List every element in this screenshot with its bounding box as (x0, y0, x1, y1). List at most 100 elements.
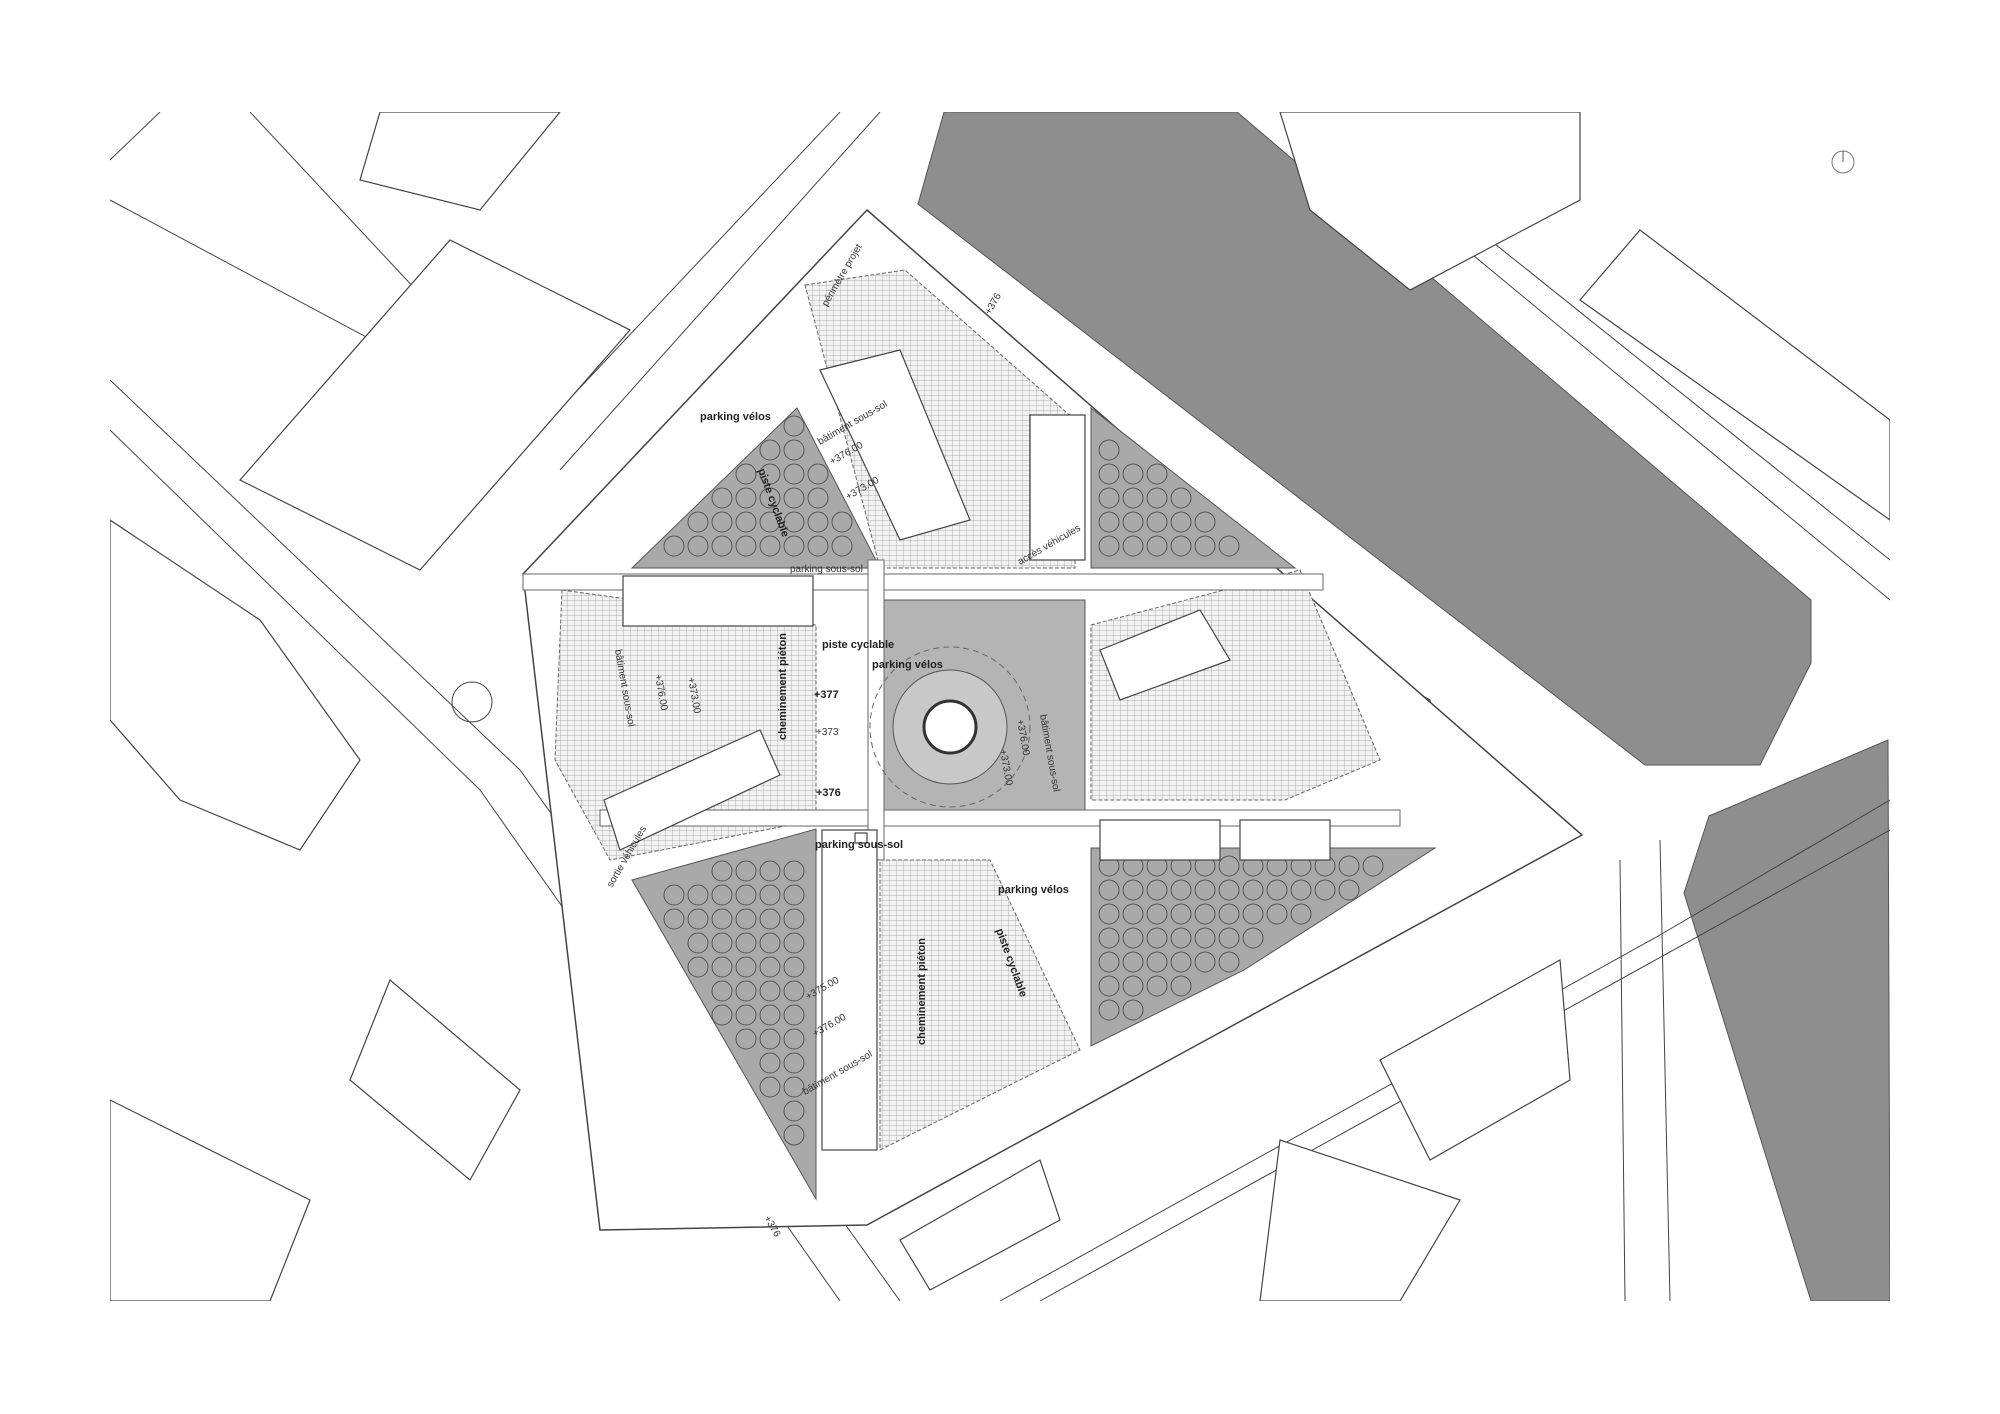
tree (735, 511, 757, 533)
tree (783, 980, 805, 1002)
label-parking-sous-sol: parking sous-sol (815, 839, 903, 851)
tree (1146, 975, 1168, 997)
tree (759, 1028, 781, 1050)
tree (1266, 879, 1288, 901)
tree (807, 535, 829, 557)
tree (1146, 927, 1168, 949)
tree (783, 487, 805, 509)
project-buildings (603, 349, 1331, 1151)
tree (1170, 903, 1192, 925)
tree (1194, 535, 1216, 557)
tree (735, 487, 757, 509)
tree (1122, 879, 1144, 901)
tree (735, 463, 757, 485)
north-arrow-icon (1831, 150, 1855, 174)
tree (1098, 975, 1120, 997)
tree (759, 908, 781, 930)
tree (735, 535, 757, 557)
context-map: périmètre projet +376 parking vélos pist… (110, 112, 1890, 1301)
tree (1122, 975, 1144, 997)
tree (735, 1004, 757, 1026)
tree (711, 487, 733, 509)
tree (807, 487, 829, 509)
tree (1122, 903, 1144, 925)
tree (1146, 487, 1168, 509)
label-level: +376 (816, 787, 841, 799)
label-parking-sous-sol: parking sous-sol (790, 564, 863, 575)
label-cheminement-pieton: cheminement piéton (916, 938, 928, 1045)
label-parking-velos: parking vélos (700, 411, 771, 423)
tree (1122, 535, 1144, 557)
tree (1218, 951, 1240, 973)
tree (735, 932, 757, 954)
tree (1170, 951, 1192, 973)
tree (759, 487, 781, 509)
tree (687, 884, 709, 906)
hatched-field-north (804, 269, 1076, 569)
tree (759, 860, 781, 882)
tree (1170, 879, 1192, 901)
tree (759, 511, 781, 533)
tree (1314, 879, 1336, 901)
tree (1098, 903, 1120, 925)
tree (1242, 903, 1264, 925)
grove-trees (663, 415, 1384, 1146)
tree (1194, 927, 1216, 949)
tree (759, 1076, 781, 1098)
tree (735, 980, 757, 1002)
tree (711, 511, 733, 533)
tree (1194, 879, 1216, 901)
tree (1170, 487, 1192, 509)
tree (1098, 927, 1120, 949)
hatched-field-south (879, 859, 1081, 1151)
tree (711, 980, 733, 1002)
tree (783, 1004, 805, 1026)
tree (783, 1124, 805, 1146)
tree (1098, 463, 1120, 485)
tree (1194, 511, 1216, 533)
tree (1170, 535, 1192, 557)
tree (1218, 927, 1240, 949)
tree-grove-se (1090, 847, 1437, 1047)
label-level: +376 (983, 291, 1004, 316)
tree (1290, 903, 1312, 925)
tree (783, 1100, 805, 1122)
label-parking-velos: parking vélos (872, 659, 943, 671)
tree (1122, 487, 1144, 509)
tree (1146, 951, 1168, 973)
tree (759, 956, 781, 978)
tree (1098, 999, 1120, 1021)
label-cheminement-pieton: cheminement piéton (777, 633, 789, 740)
tree (759, 980, 781, 1002)
tree (783, 956, 805, 978)
tree (1122, 951, 1144, 973)
tree (687, 511, 709, 533)
tree (783, 1076, 805, 1098)
tree (1170, 927, 1192, 949)
tree (783, 415, 805, 437)
tree (783, 1028, 805, 1050)
tree (735, 908, 757, 930)
label-level: +373 (816, 727, 839, 738)
tree (1098, 487, 1120, 509)
promenade-north-south (867, 559, 885, 861)
tree (711, 1004, 733, 1026)
tree (663, 884, 685, 906)
tree (759, 1004, 781, 1026)
tree (1218, 855, 1240, 877)
tree (1338, 879, 1360, 901)
tree (1122, 511, 1144, 533)
tree (1170, 511, 1192, 533)
tree (807, 463, 829, 485)
tree (1194, 903, 1216, 925)
tree (1170, 975, 1192, 997)
tree (1146, 463, 1168, 485)
tree (783, 463, 805, 485)
tree (687, 956, 709, 978)
label-parking-velos: parking vélos (998, 884, 1069, 896)
tree (1098, 879, 1120, 901)
tree (759, 1052, 781, 1074)
tree (687, 535, 709, 557)
tree (783, 884, 805, 906)
tree (1146, 903, 1168, 925)
